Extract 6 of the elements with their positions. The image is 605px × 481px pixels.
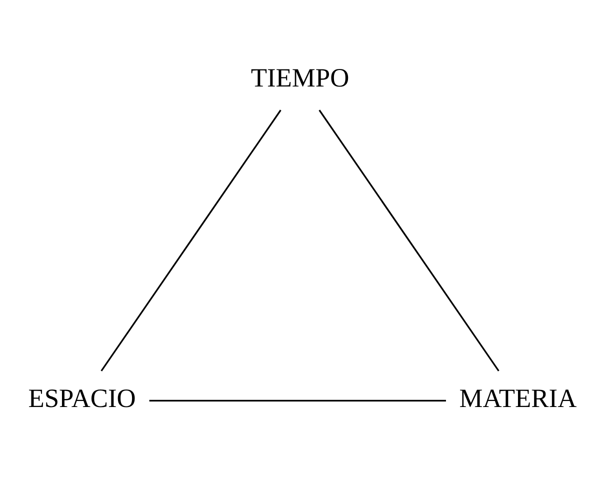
node-text: MATERIA bbox=[459, 382, 577, 413]
connector bbox=[100, 110, 282, 372]
node-text: ESPACIO bbox=[28, 382, 136, 413]
node-text: TIEMPO bbox=[250, 62, 350, 93]
connector bbox=[318, 110, 500, 372]
connector bbox=[149, 400, 446, 402]
